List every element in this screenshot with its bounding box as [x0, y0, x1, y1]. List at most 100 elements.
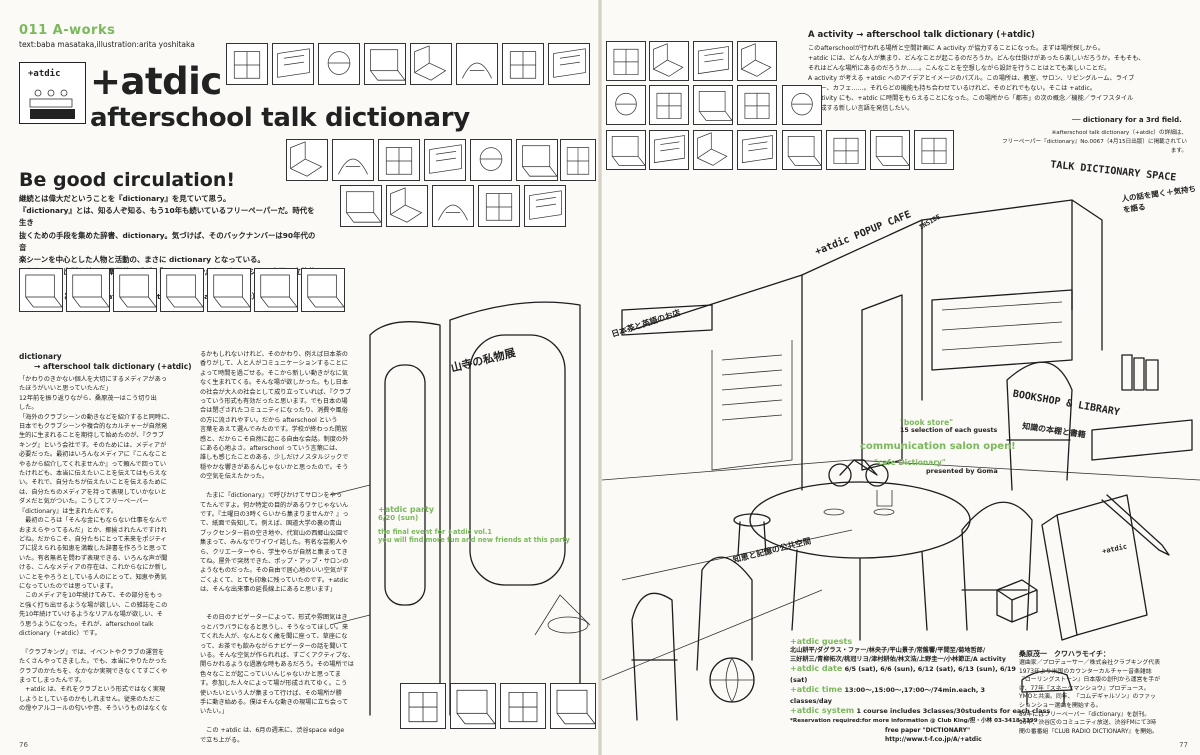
body-line: dictionary（+atdic）です。	[19, 629, 101, 637]
body-line: 「海外のクラブシーンの動きなどを紹介すると同時に、	[19, 413, 174, 421]
sketch-thumbnail	[548, 43, 590, 85]
body-line: は、そんな出来事の延長線上にあると思います」	[200, 586, 337, 594]
body-line: ブに捉えられる知恵を満載した辞書を作ろうと思って	[19, 545, 168, 553]
body-line: 穏やかな響きがあるんじゃないかと思ったので。そう	[200, 463, 349, 471]
sketch-thumbnail	[524, 185, 566, 227]
sketch-thumbnail	[286, 139, 328, 181]
body-line: の燈やアルコールの匂いや音、そういうものはなくな	[19, 705, 168, 713]
body-line: たけれども、本当に伝えたいことを伝えてはもらえな	[19, 470, 167, 478]
body-line: い。それで、自分たちが伝えたいことを伝えるために	[19, 479, 167, 487]
activity-line: ラリー、カフェ……。それらどの機能も持ち合わせているけれど、そのどれでもない。そ…	[808, 85, 1096, 92]
activity-body: このafterschoolが行われる場所と空間計画に A activity が協…	[808, 44, 1200, 114]
body-line: いことをやろうとしている人のにとって、知恵や勇気	[19, 573, 167, 581]
sketch-thumbnail	[432, 185, 474, 227]
cafe-title: "cafe Dictionary"	[874, 458, 946, 467]
sketch-thumbnail	[364, 43, 406, 85]
system-label: +atdic system	[790, 706, 855, 715]
sketch-thumbnail	[456, 43, 498, 85]
body-line: いたい。」	[200, 708, 228, 716]
body-line: クラブのかたちを、なかなか実現できなくてすごくや	[19, 667, 168, 675]
body-line: の空気を伝えたかった。	[200, 473, 269, 481]
sketch-thumbnail	[66, 268, 110, 312]
profile-name: 桑原茂一 クワハラモイチ：	[1019, 650, 1110, 658]
section-title: dictionary	[19, 352, 62, 361]
bookstore-subtitle: 15 selection of each guests	[900, 427, 998, 434]
door-illustration	[330, 301, 591, 716]
time-label: +atdic time	[790, 685, 843, 694]
profile-line: ションショー選曲を開始する。	[1019, 702, 1102, 709]
party-line: the final event for +atdic vol.1	[378, 528, 493, 536]
atdic-logo-box: +atdic	[19, 62, 86, 124]
sketch-thumbnail	[500, 683, 546, 729]
sketch-thumbnail	[410, 43, 452, 85]
profile-line: 89年にはフリーペーパー『dictionary』を創刊。	[1019, 711, 1151, 718]
activity-line: を構成する新しい言語を発信したい。	[808, 105, 914, 112]
body-line: 生的に生まれることを期待して始めたのが、『クラブ	[19, 432, 165, 440]
sketch-thumbnail	[378, 139, 420, 181]
sketch-thumbnail	[693, 41, 733, 81]
page-number-right: 77	[1179, 741, 1188, 749]
body-line: 『dictionary』は生まれたんです。	[19, 507, 118, 515]
sketch-thumbnail	[226, 43, 268, 85]
body-line: と強く打ち出せるような場が欲しい、この雑誌をこの	[19, 601, 168, 609]
body-line: てたんですよ。何か特定の目的があるワケじゃないん	[200, 501, 349, 509]
section-subtitle: → afterschool talk dictionary (+atdic)	[34, 362, 192, 371]
article-title: +atdic	[90, 60, 222, 103]
sketch-thumbnail	[914, 130, 954, 170]
sketch-thumbnail	[272, 43, 314, 85]
sketch-thumbnail	[478, 185, 520, 227]
sketch-thumbnail	[826, 130, 866, 170]
body-line: +atdic は、それをクラブという形式ではなく実現	[19, 686, 166, 694]
body-column-2: るかもしれないけれど、そのかわり、例えば日本茶の香りがして、人と人がコミュニケー…	[200, 350, 365, 745]
sketch-thumbnail	[516, 139, 558, 181]
body-line: になっていたのでは思っています。	[19, 582, 117, 590]
sketch-thumbnail	[649, 85, 689, 125]
sketch-thumbnail	[693, 130, 733, 170]
body-line: 先10年続けていけるようなリアルな場が欲しい、そ	[19, 611, 163, 619]
body-line: 開らかれるような過激な時もあるだろう。その場所では	[200, 661, 354, 669]
body-line: 最初のころは「そんな金にもならない仕事をなんで	[19, 517, 168, 525]
url-link[interactable]: http://www.t-f.co.jp/A/+atdic	[885, 735, 982, 743]
body-line	[200, 717, 365, 726]
lead-line: 楽シーンを中心とした人物と活動の、まさに dictionary となっている。	[19, 255, 265, 265]
sketch-thumbnail	[113, 268, 157, 312]
activity-line: それはどんな場所にあるのだろうか……。こんなことを空想しながら設計を行うことはと…	[808, 65, 1111, 72]
sketch-thumbnail	[318, 43, 360, 85]
body-line: ダメだと気がついた。こうしてフリーペーパー	[19, 498, 149, 506]
footnote: ※afterschool talk dictionary（+atdic）の詳細は…	[997, 129, 1187, 156]
body-line: ようなものだった。その自由で居心地のいい空気がす	[200, 567, 349, 575]
body-line	[200, 482, 365, 491]
reservation-note: *Reservation required:for more informati…	[790, 717, 1038, 724]
body-line: す。参加した人々によって場が形成されてゆく。こう	[200, 680, 348, 688]
sketch-thumbnail	[782, 130, 822, 170]
footnote-line: フリーペーパー『dictionary』No.0067（4月15日出版）に掲載され…	[1002, 139, 1187, 154]
sketch-thumbnail	[160, 268, 204, 312]
body-line: にある心地よさ。afterschool っていう言葉には、	[200, 445, 342, 453]
sketch-thumbnail	[606, 130, 646, 170]
logo-text: +atdic	[28, 69, 61, 79]
profile-line: 1973年より米国のカウンターカルチャー音楽雑誌	[1019, 668, 1152, 675]
body-line: どね。だからこそ、自分たちにとって未来をポジティ	[19, 535, 167, 543]
lead-line: 継続とは偉大だということを『dictionary』を見ていて思う。	[19, 194, 231, 203]
body-line: っていう形式も有効だったと思います。でも日本の場	[200, 398, 348, 406]
body-line: いる。そんな空気が作られれば、すごくアクティブな、	[200, 652, 355, 659]
bookstore-info: "book store" 15 selection of each guests	[900, 418, 997, 434]
activity-line: A activity にも、+atdic に時間をもらえることになった。この場所…	[808, 95, 1134, 102]
body-line	[200, 595, 365, 604]
system-value: 1 course includes 3classes/30students fo…	[856, 707, 1051, 715]
profile-line: 96年、渋谷区のコミュニティ放送、渋谷FMにて3時	[1019, 720, 1157, 727]
body-line: 手に動き始める。僕はそんな動きの現場に立ち会って	[200, 699, 349, 707]
cafe-scene-illustration	[602, 199, 1200, 721]
body-line: ける、こんなメディアの存在は、これからなにか新し	[19, 564, 168, 572]
body-line: 香りがして、人と人がコミュニケーションすることに	[200, 360, 348, 368]
body-line: てね。屋外で突然できた、ポップ・アップ・サロンの	[200, 557, 349, 565]
sketch-thumbnail	[550, 683, 596, 729]
date-value: 6/5 (sat), 6/6 (sun), 6/12 (sat), 6/13 (…	[790, 665, 1016, 684]
section-headline: Be good circulation!	[19, 169, 236, 191]
body-line: やるから紹介してくれませんか』って頼んで回ってい	[19, 460, 167, 468]
body-line: 必要だった。最初はいろんなメディアに『こんなこと	[19, 451, 168, 459]
body-line: の社会が大人の社会として成り立っていれば、『クラブ	[200, 388, 352, 396]
sketch-thumbnail	[737, 85, 777, 125]
sketch-thumbnail	[400, 683, 446, 729]
sketch-thumbnail	[782, 85, 822, 125]
